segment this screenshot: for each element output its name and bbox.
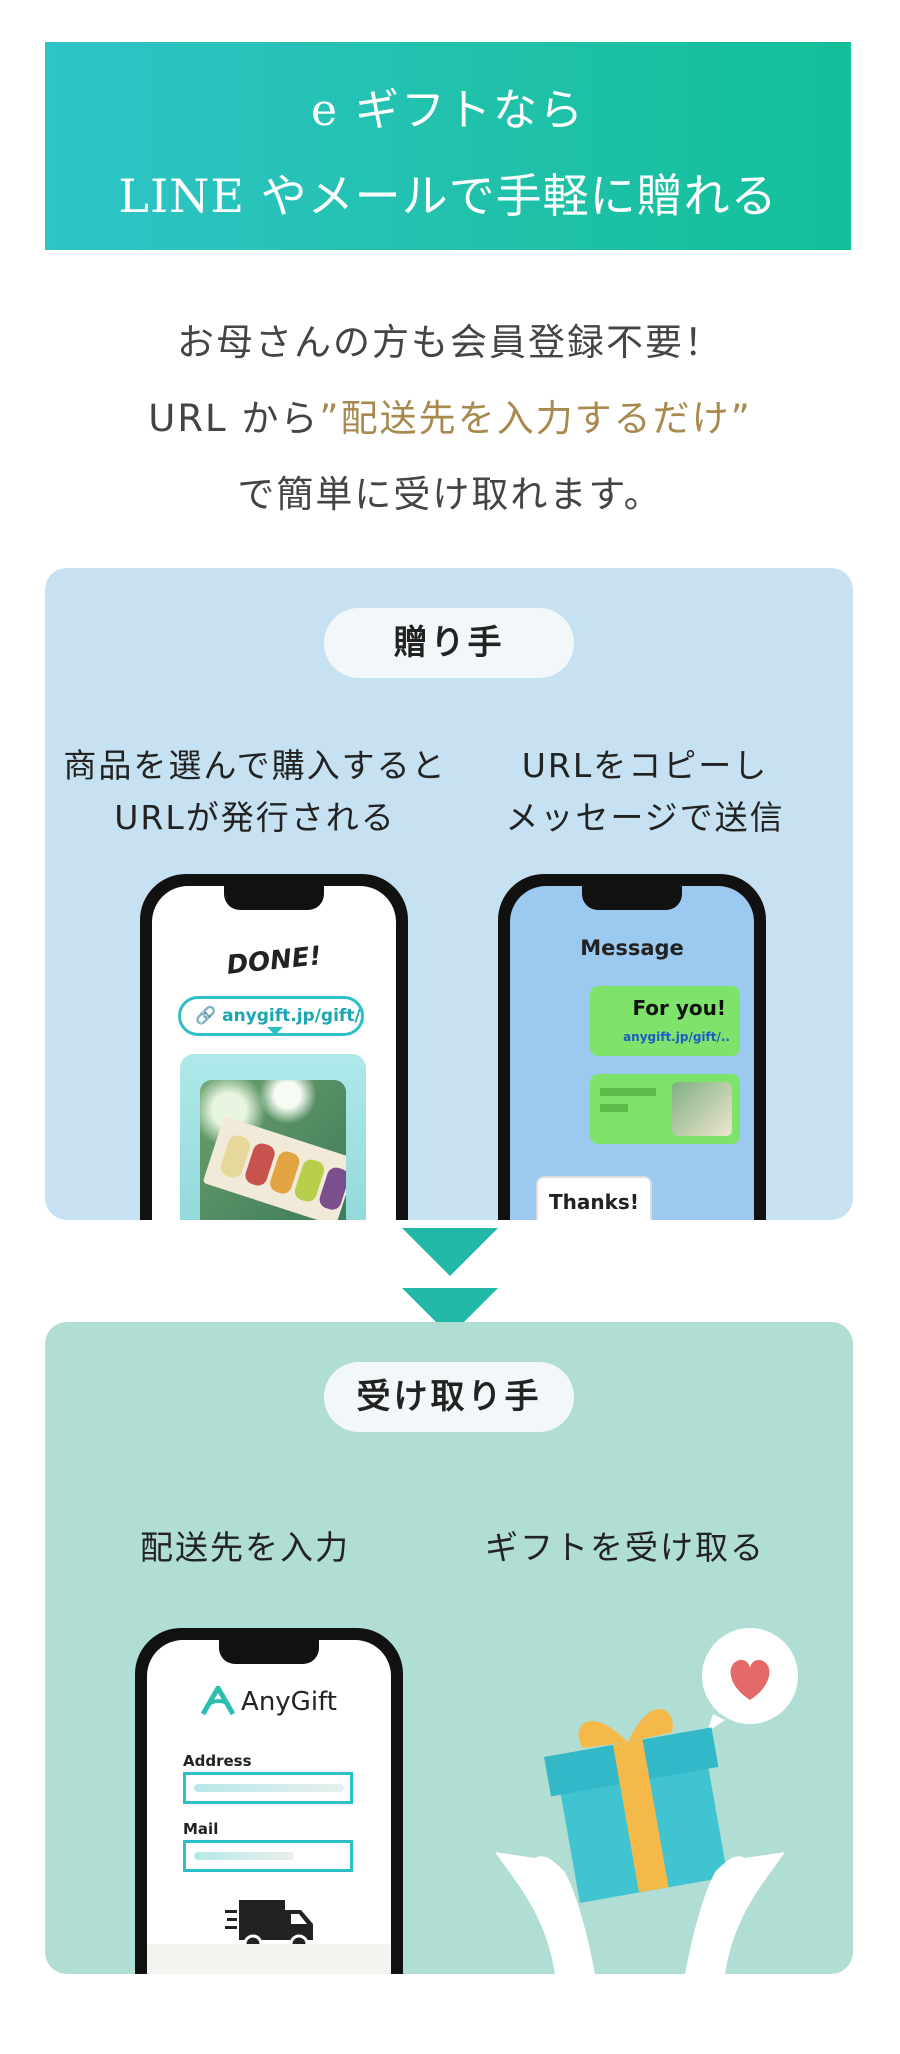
gift-card [180,1054,366,1220]
banner-line-1: e ギフトなら [310,85,586,136]
phone-address-form: AnyGift Address Mail [135,1628,403,1974]
intro-text: お母さんの方も会員登録不要！ URL から”配送先を入力するだけ” で簡単に受け… [0,305,900,533]
phone-notch [224,886,324,910]
giver-step-1-caption: 商品を選んで購入すると URLが発行される [63,746,447,837]
gift-url-bubble: 🔗 anygift.jp/gift/.. [178,996,364,1036]
thumbnail-image [672,1082,732,1136]
thanks-bubble: Thanks! [536,1176,652,1220]
field-placeholder [194,1852,294,1860]
done-label: DONE! [225,941,323,981]
for-you-bubble: For you! anygift.jp/gift/.. [590,986,740,1056]
giver-panel: 贈り手 商品を選んで購入すると URLが発行される URLをコピーし メッセージ… [45,568,853,1220]
phone-form-screen: AnyGift Address Mail [147,1640,391,1974]
receiver-title-pill: 受け取り手 [324,1362,574,1432]
phone-done: DONE! 🔗 anygift.jp/gift/.. [140,874,408,1220]
giver-step-2-caption: URLをコピーし メッセージで送信 [505,746,785,837]
mail-label: Mail [183,1820,219,1838]
anygift-logo-icon [201,1686,236,1716]
intro-line-1: お母さんの方も会員登録不要！ [177,321,723,364]
gift-illustration [495,1628,798,1974]
placeholder-line [600,1104,628,1112]
phone-notch [219,1640,319,1664]
message-url: anygift.jp/gift/.. [623,1030,730,1044]
hands-icon [495,1852,785,1974]
receiver-step-2-caption: ギフトを受け取る [485,1528,765,1567]
banner-line-2: LINE やメールで手軽に贈れる [118,169,778,223]
image-message-bubble [590,1074,740,1144]
mail-field[interactable] [183,1840,353,1872]
macaron-photo [200,1080,346,1220]
anygift-logo: AnyGift [147,1686,391,1717]
giver-title-pill: 贈り手 [324,608,574,678]
placeholder-line [600,1088,656,1096]
screen-footer [147,1944,391,1974]
intro-highlight: ”配送先を入力するだけ” [319,397,752,440]
for-you-text: For you! [632,996,726,1020]
address-label: Address [183,1752,252,1770]
address-field[interactable] [183,1772,353,1804]
heart-bubble-icon [702,1628,798,1732]
phone-done-screen: DONE! 🔗 anygift.jp/gift/.. [152,886,396,1220]
phone-notch [582,886,682,910]
intro-line-3: で簡単に受け取れます。 [237,473,663,516]
intro-line-2: URL から”配送先を入力するだけ” [0,381,900,457]
macaron-box [202,1116,346,1220]
field-placeholder [194,1784,344,1792]
brand-name: AnyGift [241,1687,337,1717]
message-title: Message [580,936,684,960]
hero-banner: e ギフトなら LINE やメールで手軽に贈れる [45,42,851,250]
phone-message: Message For you! anygift.jp/gift/.. Than… [498,874,766,1220]
gift-box-icon [544,1708,728,1903]
receiver-panel: 受け取り手 配送先を入力 ギフトを受け取る AnyGift Address Ma… [45,1322,853,1974]
intro-line-2-prefix: URL から [148,397,320,440]
gift-url-text: anygift.jp/gift/.. [222,1006,364,1026]
receiver-step-1-caption: 配送先を入力 [140,1528,350,1567]
down-arrow-icon [402,1228,498,1276]
phone-message-screen: Message For you! anygift.jp/gift/.. Than… [510,886,754,1220]
link-icon: 🔗 [195,1006,217,1026]
